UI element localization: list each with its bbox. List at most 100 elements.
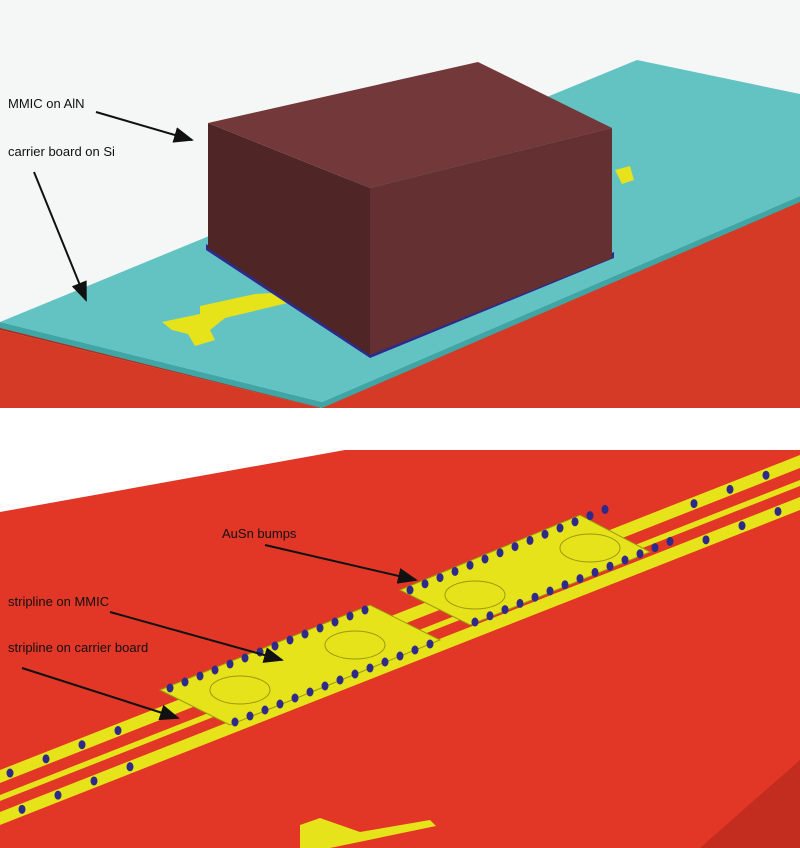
bump: [366, 663, 374, 673]
bump: [226, 659, 234, 669]
silicon-substrate: [0, 200, 800, 408]
arrow-stripline-carrier: [21, 667, 180, 721]
pad-ring: [209, 675, 271, 705]
bump: [241, 653, 249, 663]
bump: [762, 470, 770, 480]
label-stripline-mmic: stripline on MMIC: [8, 594, 109, 609]
bump: [54, 790, 62, 800]
bump: [166, 683, 174, 693]
bump: [321, 681, 329, 691]
bump: [90, 776, 98, 786]
mmic-left-face: [208, 123, 370, 355]
label-ausn-bumps: AuSn bumps: [222, 526, 297, 541]
carrier-board-edge-right: [322, 196, 800, 408]
bump: [481, 554, 489, 564]
bump: [291, 693, 299, 703]
bump: [196, 671, 204, 681]
top-panel: MMIC on AlN carrier board on Si: [0, 0, 800, 408]
bump: [511, 542, 519, 552]
arrow-bumps: [264, 544, 418, 584]
pad-ring: [324, 630, 386, 660]
bump: [231, 717, 239, 727]
bump: [636, 549, 644, 559]
bump: [526, 535, 534, 545]
bump: [561, 580, 569, 590]
stripline-stub: [300, 818, 436, 848]
bump: [466, 560, 474, 570]
bump: [571, 517, 579, 527]
arrow-stripline-mmic: [109, 611, 284, 663]
bump: [666, 536, 674, 546]
bump: [421, 579, 429, 589]
bump: [411, 645, 419, 655]
bump: [436, 573, 444, 583]
bump: [774, 506, 782, 516]
bump: [42, 754, 50, 764]
bump: [601, 504, 609, 514]
bump: [18, 804, 26, 814]
bump: [271, 641, 279, 651]
bump: [211, 665, 219, 675]
label-stripline-carrier: stripline on carrier board: [8, 640, 148, 655]
bump: [331, 617, 339, 627]
bump: [486, 611, 494, 621]
bump: [361, 605, 369, 615]
stripline-lower: [0, 497, 800, 825]
bottom-panel: AuSn bumps stripline on MMIC stripline o…: [0, 450, 800, 848]
arrow-mmic: [95, 111, 194, 143]
bump: [541, 529, 549, 539]
mmic-right-face: [370, 128, 612, 355]
mmic-pad-left: [158, 604, 442, 726]
stripline-pad-far: [615, 166, 634, 184]
bump: [261, 705, 269, 715]
bump: [471, 617, 479, 627]
bump: [591, 567, 599, 577]
bump: [556, 523, 564, 533]
bump: [346, 611, 354, 621]
bump: [126, 762, 134, 772]
bump: [451, 566, 459, 576]
bump: [276, 699, 284, 709]
bump: [246, 711, 254, 721]
mmic-top-face: [208, 62, 612, 188]
bump: [651, 543, 659, 553]
label-carrier-board: carrier board on Si: [8, 144, 115, 159]
mmic-bottom-layer: [206, 244, 614, 358]
bump: [606, 561, 614, 571]
bump: [406, 585, 414, 595]
bump: [496, 548, 504, 558]
bump: [516, 598, 524, 608]
bump: [336, 675, 344, 685]
bump: [546, 586, 554, 596]
bump: [78, 740, 86, 750]
bump: [286, 635, 294, 645]
bump: [531, 592, 539, 602]
bump: [576, 574, 584, 584]
pad-ring: [444, 580, 506, 610]
bump: [301, 629, 309, 639]
bump: [351, 669, 359, 679]
pad-ring: [559, 533, 621, 563]
bump: [426, 639, 434, 649]
bump: [501, 605, 509, 615]
label-mmic-on-aln: MMIC on AlN: [8, 96, 85, 111]
bump: [738, 521, 746, 531]
bump: [702, 535, 710, 545]
bump: [316, 623, 324, 633]
bump: [6, 768, 14, 778]
background-corner: [0, 450, 345, 512]
mmic-pad-right: [398, 514, 652, 626]
bump: [381, 657, 389, 667]
stripline-pad: [162, 292, 300, 346]
bump: [306, 687, 314, 697]
bump: [621, 555, 629, 565]
bump: [114, 726, 122, 736]
ausn-bumps: [6, 470, 782, 814]
bump: [690, 499, 698, 509]
arrow-carrier: [33, 171, 87, 302]
bump: [586, 511, 594, 521]
bump: [726, 484, 734, 494]
bump: [396, 651, 404, 661]
substrate-edge: [700, 760, 800, 848]
